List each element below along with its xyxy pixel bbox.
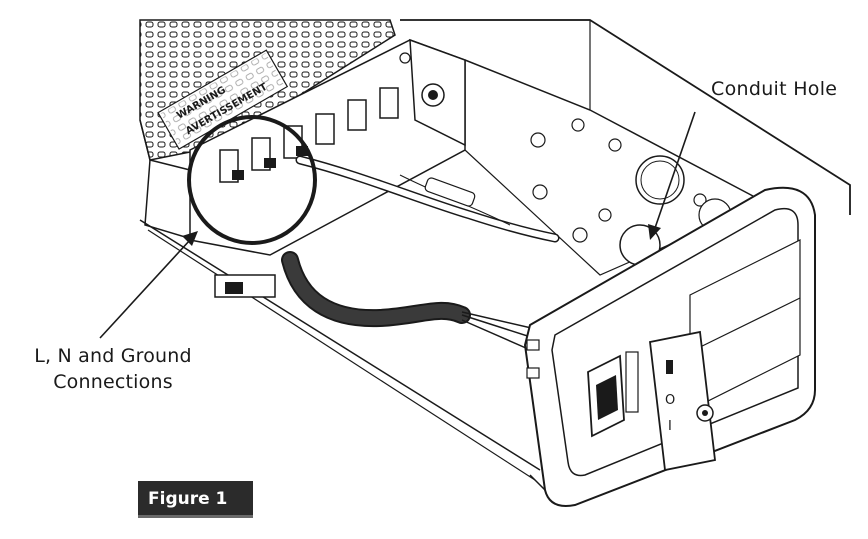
switch-off-symbol: O xyxy=(665,393,675,408)
rocker-switch[interactable] xyxy=(587,351,639,438)
terminal-posts xyxy=(219,87,399,183)
conduit-hole xyxy=(635,155,685,205)
conduit-hole-label: Conduit Hole xyxy=(711,78,838,100)
switch-on-symbol: I xyxy=(668,419,672,434)
callout-arrow-connections xyxy=(99,231,198,339)
wire-bundle xyxy=(295,155,560,243)
terminal-post xyxy=(219,149,244,183)
power-cable xyxy=(214,251,541,353)
connections-label-line2: Connections xyxy=(53,371,173,393)
figure-label: Figure 1 xyxy=(148,489,228,509)
connections-highlight-circle xyxy=(187,115,317,245)
connections-label-line1: L, N and Ground xyxy=(34,345,192,367)
warning-label: WARNING AVERTISSEMENT xyxy=(157,49,289,150)
connections-label: L, N and Ground Connections xyxy=(18,343,208,395)
switch-cover[interactable]: O I xyxy=(649,330,716,472)
figure-underline xyxy=(138,515,253,518)
terminal-post xyxy=(379,87,399,119)
callout-arrow-conduit xyxy=(648,111,696,240)
terminal-post xyxy=(251,137,276,171)
enclosure-box xyxy=(139,19,851,481)
figure-badge: Figure 1 xyxy=(138,481,253,518)
terminal-post xyxy=(315,113,335,145)
terminal-post xyxy=(347,99,367,131)
